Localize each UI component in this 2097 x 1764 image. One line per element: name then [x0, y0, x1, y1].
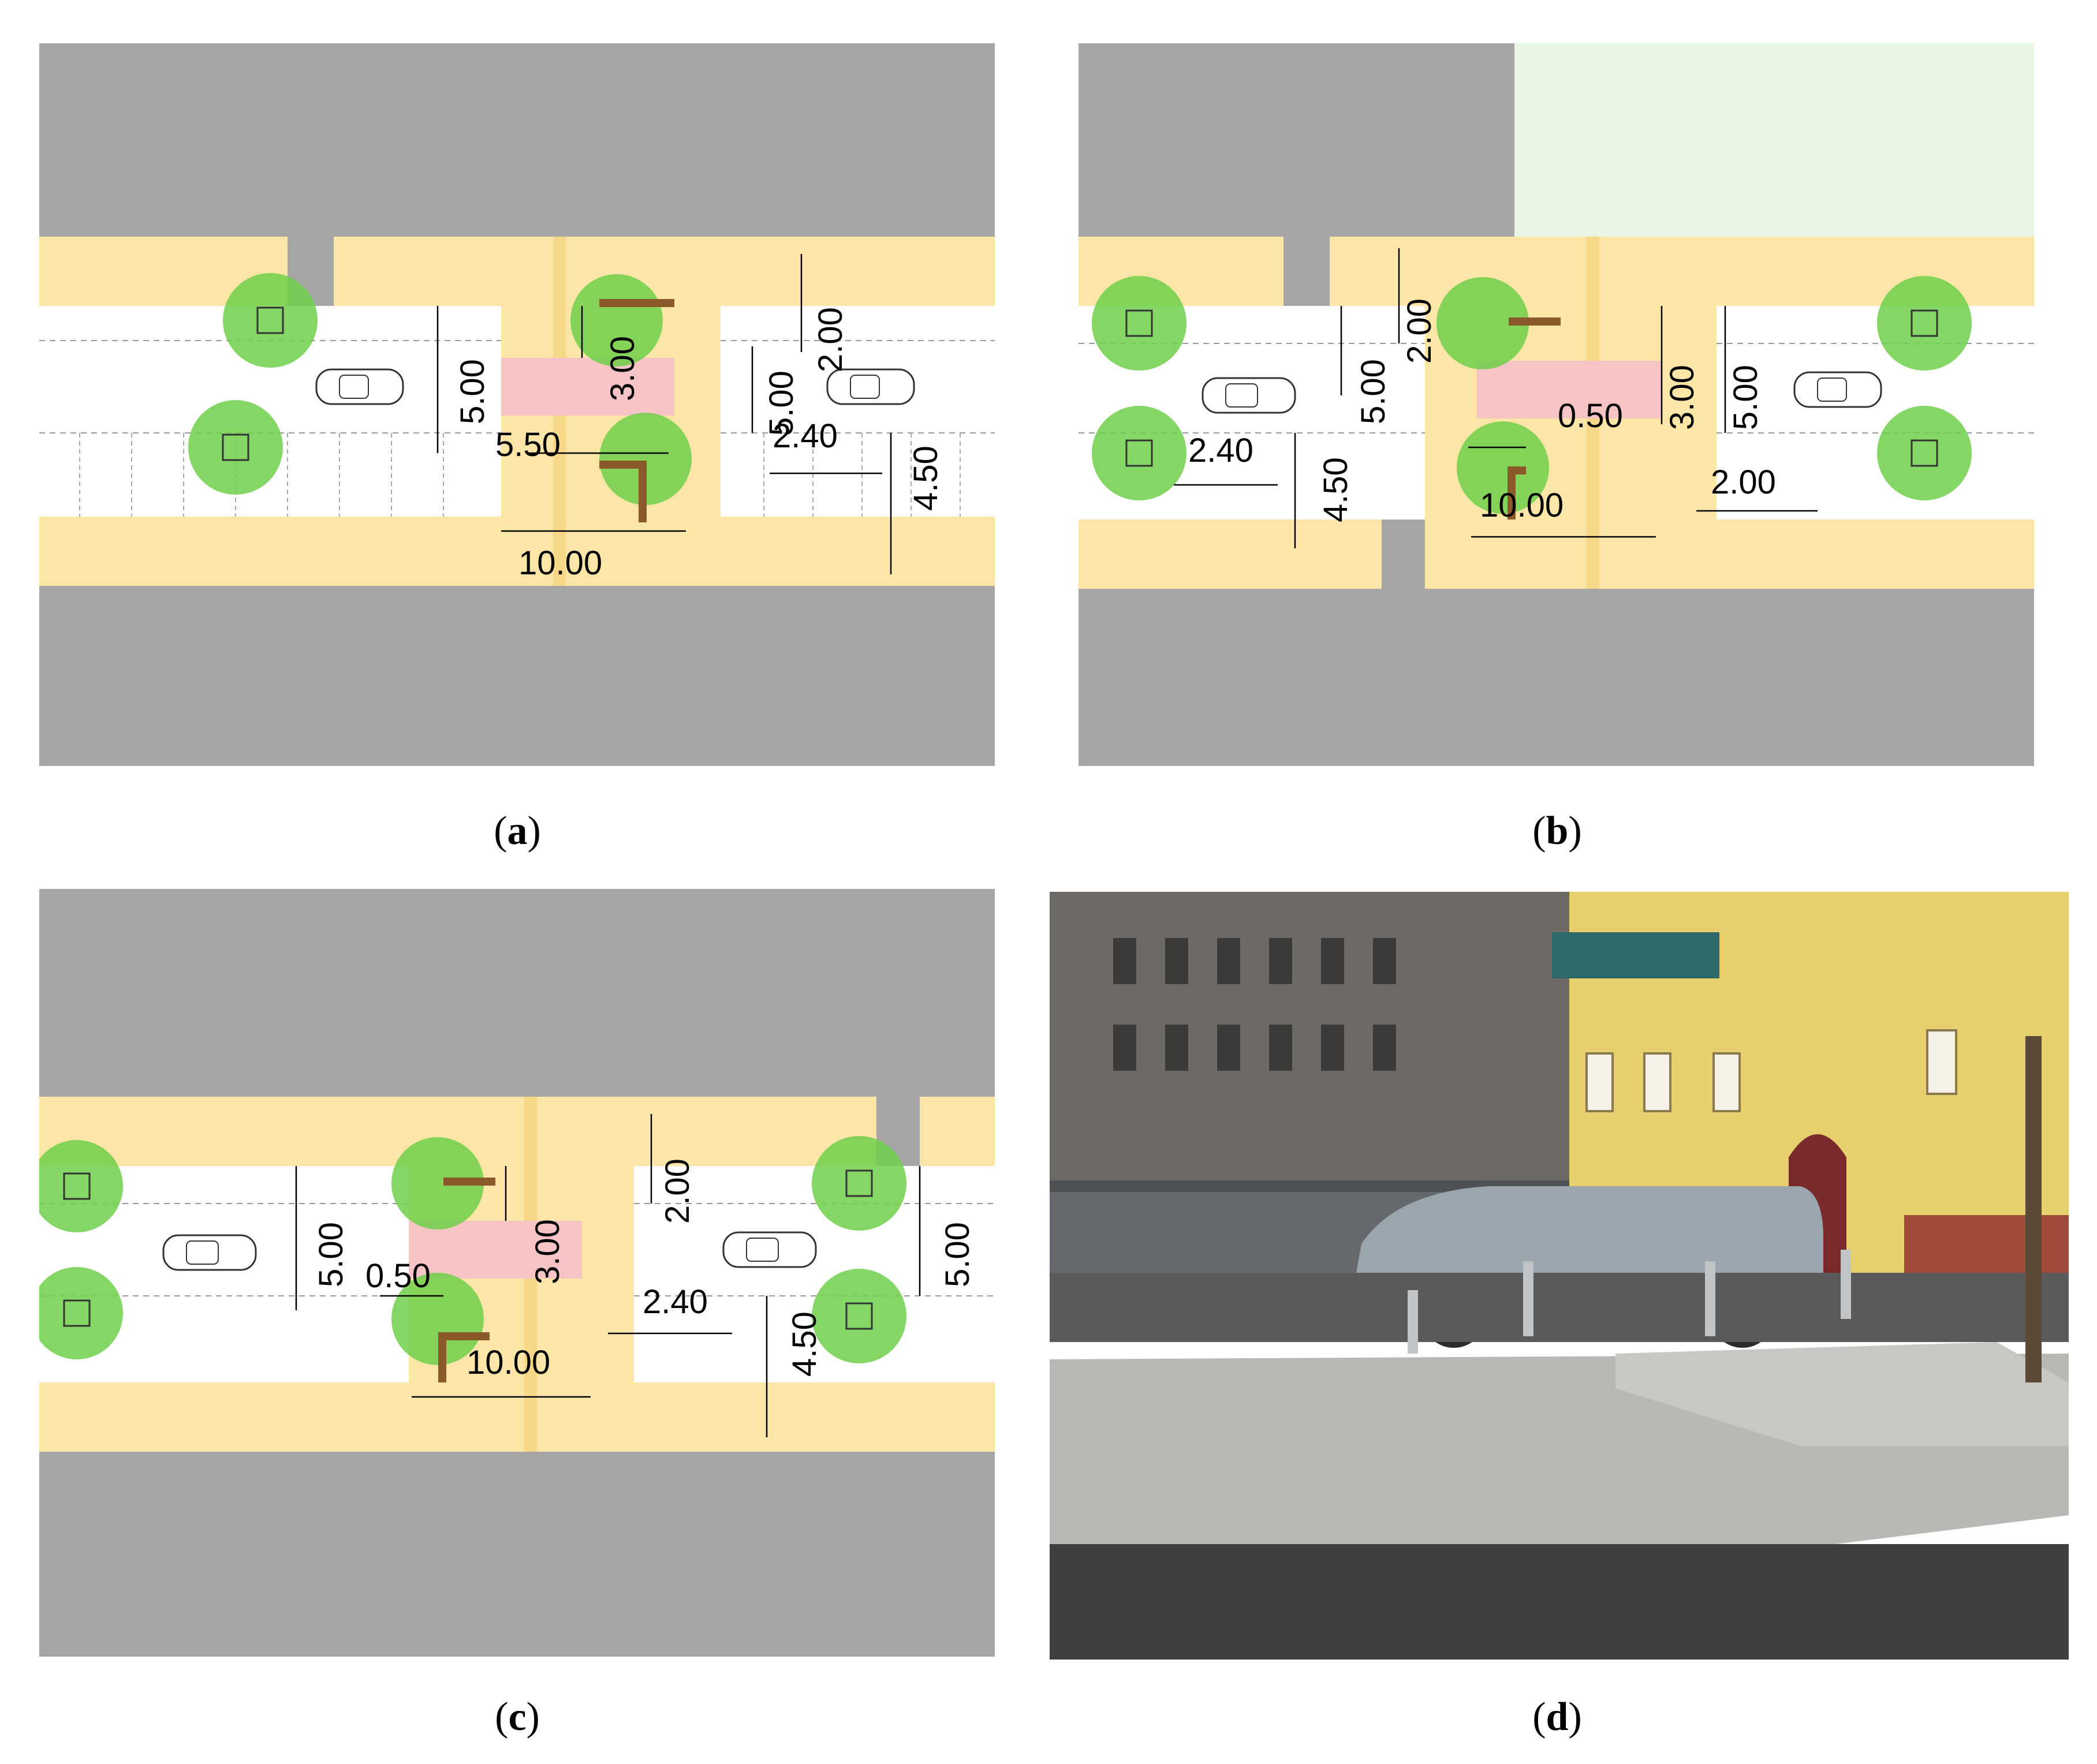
dim-label: 10.00: [1480, 487, 1564, 524]
planter-icon: [438, 1332, 490, 1382]
driveway-north: [1283, 237, 1330, 306]
planter-icon: [599, 299, 674, 307]
panel-c-plan: 5.00 0.50 3.00 10.00 2.00 2.40 4.50 5.00: [39, 889, 995, 1657]
sidewalk-north: [39, 237, 995, 306]
dimension-arrow-icon: [295, 1114, 921, 1437]
dim-label: 3.00: [529, 1219, 566, 1284]
caption-a: (a): [494, 809, 541, 853]
road-south: [1079, 589, 2034, 766]
sidewalk-south: [1079, 520, 2034, 589]
caption-b: (b): [1532, 809, 1582, 853]
dim-label: 5.00: [312, 1222, 350, 1287]
window-row: [1585, 1029, 1957, 1112]
tree-icon: [39, 1140, 123, 1232]
car-icon: [722, 1231, 817, 1268]
road-asphalt: [1050, 1273, 2069, 1342]
road-north: [39, 43, 995, 237]
tree-icon: [599, 413, 692, 505]
road-foreground: [1050, 1544, 2069, 1660]
dim-label: 3.00: [604, 336, 641, 401]
road-north: [39, 889, 995, 1097]
tree-icon: [570, 274, 663, 367]
sidewalk-north: [1079, 237, 2034, 306]
dimension-arrow-icon: [1174, 248, 1818, 548]
dim-label: 0.50: [365, 1257, 431, 1295]
panel-a-plan: 5.00 3.00 5.50 10.00 2.00 5.00 2.40 4.50: [39, 43, 995, 766]
raised-planter: [1615, 1342, 2069, 1446]
sidewalk-south: [39, 1382, 995, 1452]
car-icon: [315, 368, 404, 405]
dim-label: 5.00: [1727, 365, 1764, 430]
raised-crossing: [409, 1221, 582, 1279]
planter-icon: [1508, 466, 1526, 520]
tree-icon: [1092, 276, 1186, 371]
car-icon: [826, 368, 915, 405]
green-area: [1514, 43, 2034, 237]
tree-icon: [812, 1269, 906, 1363]
caption-c: (c): [495, 1695, 540, 1739]
dim-label: 2.00: [812, 307, 849, 372]
planter-icon: [599, 461, 647, 522]
dim-label: 2.40: [643, 1283, 708, 1321]
balcony: [1552, 932, 1719, 978]
sidewalk-south: [39, 517, 995, 586]
caption-d: (d): [1532, 1695, 1582, 1739]
dim-label: 0.50: [1558, 397, 1623, 435]
dim-label: 10.00: [518, 544, 602, 582]
tree-icon: [1436, 277, 1529, 369]
panel-b-plan: 2.40 4.50 5.00 2.00 0.50 10.00 3.00 5.00…: [1079, 43, 2034, 766]
dim-label: 4.50: [786, 1311, 823, 1377]
raised-crossing: [1477, 361, 1662, 418]
car-icon: [162, 1234, 257, 1271]
dim-label: 4.50: [907, 446, 945, 511]
dim-label: 2.40: [1188, 432, 1253, 469]
dim-label: 5.00: [763, 371, 800, 436]
bollards: [1408, 1250, 1851, 1354]
tree-icon: [39, 1267, 123, 1359]
road-south: [39, 1452, 995, 1657]
road-south: [39, 586, 995, 766]
tree-icon: [1877, 276, 1972, 371]
tree-icon: [1457, 421, 1549, 514]
car-icon: [1202, 377, 1296, 414]
dim-label: 2.00: [659, 1158, 696, 1224]
tree-icon: [188, 400, 283, 495]
window-row: [1113, 938, 1396, 1071]
driveway-south: [1382, 520, 1425, 589]
dim-label: 5.00: [939, 1222, 976, 1287]
dim-label: 10.00: [467, 1344, 550, 1381]
dim-label: 4.50: [1317, 457, 1355, 522]
raised-crossing: [501, 358, 674, 416]
dim-label: 2.00: [1401, 298, 1438, 364]
dim-label: 2.00: [1711, 464, 1776, 501]
tree-icon: [1092, 406, 1186, 500]
dim-label: 5.00: [1355, 359, 1392, 424]
dim-label: 2.40: [773, 417, 838, 455]
dimension-arrow-icon: [436, 254, 892, 574]
dim-label: 3.00: [1663, 365, 1701, 430]
tree-icon: [1877, 406, 1972, 500]
planter-icon: [443, 1178, 495, 1186]
parking-stalls: [79, 433, 961, 517]
dim-label: 5.50: [495, 426, 561, 464]
tree-trunk: [2025, 1036, 2042, 1382]
car-icon: [1793, 371, 1882, 408]
panel-d-photo: [1050, 892, 2069, 1660]
tree-icon: [812, 1136, 906, 1231]
planter-icon: [1509, 317, 1561, 326]
tree-icon: [223, 273, 318, 368]
tree-icon: [391, 1137, 484, 1229]
dim-label: 5.00: [454, 359, 491, 424]
